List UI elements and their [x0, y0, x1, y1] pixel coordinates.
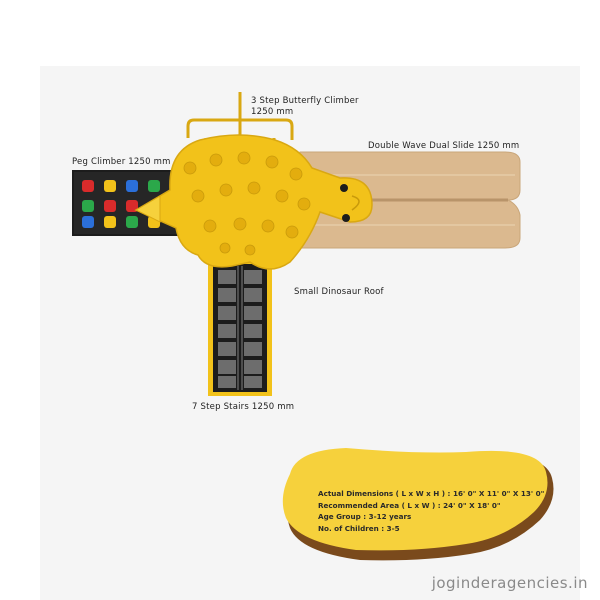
peg — [82, 200, 94, 212]
peg — [82, 180, 94, 192]
spec-dimensions: Actual Dimensions ( L x W x H ) : 16' 0"… — [318, 489, 545, 498]
stairs — [208, 262, 272, 396]
spec-age-group: Age Group : 3-12 years — [318, 512, 412, 522]
dual-slide — [299, 151, 521, 249]
stairs-label: 7 Step Stairs 1250 mm — [192, 402, 295, 412]
peg — [104, 180, 116, 192]
spec-area: Recommended Area ( L x W ) : 24' 0" X 18… — [318, 500, 501, 510]
butterfly-climber-label: 3 Step Butterfly Climber 1250 mm — [251, 96, 359, 117]
dual-slide-label: Double Wave Dual Slide 1250 mm — [368, 141, 520, 151]
peg — [126, 200, 138, 212]
specs-block: Actual Dimensions ( L x W x H ) : 16' 0"… — [318, 488, 544, 534]
peg — [126, 216, 138, 228]
peg-climber-label: Peg Climber 1250 mm — [72, 157, 171, 167]
dinosaur-roof-label: Small Dinosaur Roof — [294, 287, 384, 297]
peg — [126, 180, 138, 192]
peg — [82, 216, 94, 228]
watermark: joginderagencies.in — [431, 574, 588, 592]
dinosaur-roof — [134, 134, 373, 270]
spec-children: No. of Children : 3-5 — [318, 523, 400, 533]
info-blob — [282, 448, 554, 561]
peg — [148, 180, 160, 192]
peg — [104, 216, 116, 228]
peg — [104, 200, 116, 212]
